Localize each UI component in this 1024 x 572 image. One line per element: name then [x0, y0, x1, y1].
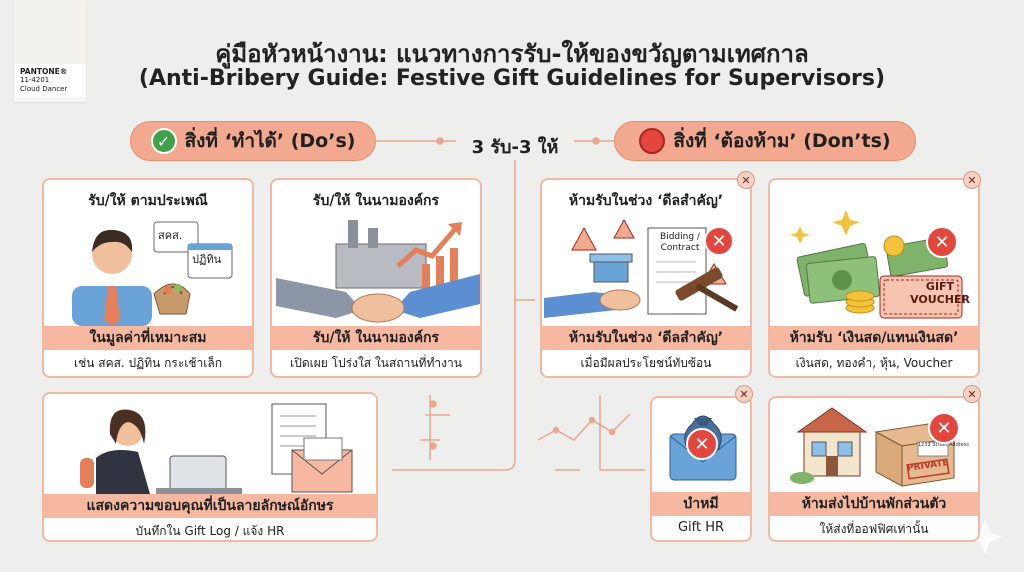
person-with-gift-icon [72, 221, 233, 326]
card-band: ห้ามรับ ‘เงินสด/แทนเงินสด’ [770, 326, 978, 350]
prohibited-icon: ✕ [928, 412, 960, 444]
card-subtitle: Gift HR [677, 520, 725, 535]
card-written-thanks: แสดงความขอบคุณที่เป็นลายลักษณ์อักษร บันท… [42, 392, 378, 542]
card-title: ห้ามรับในช่วง ‘ดีลสำคัญ’ [568, 193, 724, 209]
card-title: รับ/ให้ ในนามองค์กร [312, 193, 440, 209]
card-cash-equivalent: GIFT VOUCHER ✕ ห้ามรับ ‘เงินสด/แทนเงินสด… [768, 178, 980, 378]
person-at-laptop-icon [80, 403, 353, 494]
swatch-color-block [14, 0, 86, 64]
card-title: รับ/ให้ ตามประเพณี [88, 193, 208, 209]
swatch-name: Cloud Dancer [20, 85, 68, 93]
card-tag-calendar: ปฏิทิน [192, 253, 222, 266]
center-label: 3 รับ-3 ให้ [471, 137, 559, 158]
card-traditional-gift: รับ/ให้ ตามประเพณี สคส. ปฏิทิน ในมูลค่าท… [42, 178, 254, 378]
swatch-label: PANTONE® 11-4201 Cloud Dancer [14, 64, 86, 97]
card-band: ในมูลค่าที่เหมาะสม [44, 326, 252, 350]
card-no-home-delivery: 1233 Street Address PRIVATE ✕ ห้ามส่งไปบ… [768, 396, 980, 542]
prohibited-icon: ✕ [686, 428, 718, 460]
cash-voucher-icon [790, 210, 963, 319]
card-subtitle: เช่น สคส. ปฏิทิน กระเช้าเล็ก [73, 356, 223, 370]
card-subtitle: เปิดเผย โปร่งใส ในสถานที่ทำงาน [290, 356, 462, 370]
pantone-swatch: PANTONE® 11-4201 Cloud Dancer [14, 0, 86, 102]
check-circle-icon: ✓ [150, 128, 177, 154]
voucher-label-line2: VOUCHER [910, 293, 970, 306]
card-band: แสดงความขอบคุณที่เป็นลายลักษณ์อักษร [44, 494, 376, 518]
close-icon[interactable]: ✕ [963, 171, 981, 189]
card-subtitle: บันทึกใน Gift Log / แจ้ง HR [135, 524, 285, 538]
gavel-contract-icon [544, 218, 739, 318]
close-icon[interactable]: ✕ [963, 385, 981, 403]
page-title: คู่มือหัวหน้างาน: แนวทางการรับ-ให้ของขวั… [215, 40, 809, 68]
voucher-label: GIFT VOUCHER [900, 280, 978, 306]
close-icon[interactable]: ✕ [737, 171, 755, 189]
donts-label: สิ่งที่ ‘ต้องห้าม’ (Don’ts) [673, 130, 891, 152]
voucher-label-line1: GIFT [925, 280, 955, 293]
swatch-code: 11-4201 [20, 76, 50, 84]
card-tag-greeting-card: สคส. [158, 229, 183, 242]
card-subtitle: ให้ส่งที่ออฟฟิศเท่านั้น [819, 522, 929, 536]
prohibited-icon: ✕ [704, 226, 734, 256]
card-bonus-envelope: ✕ บำหมี Gift HR [650, 396, 752, 542]
card-band: รับ/ให้ ในนามองค์กร [272, 326, 480, 350]
card-subtitle: เมื่อมีผลประโยชน์ทับซ้อน [580, 356, 712, 370]
dos-heading: ✓ สิ่งที่ ‘ทำได้’ (Do’s) [130, 121, 376, 161]
dos-label: สิ่งที่ ‘ทำได้’ (Do’s) [184, 130, 356, 152]
prohibited-icon: ✕ [926, 226, 958, 258]
parcel-address: 1233 Street Address [918, 442, 970, 448]
card-subtitle: เงินสด, ทองคำ, หุ้น, Voucher [795, 356, 953, 370]
donts-heading: สิ่งที่ ‘ต้องห้าม’ (Don’ts) [614, 121, 916, 161]
swatch-brand: PANTONE® [20, 67, 68, 76]
card-organization-gift: รับ/ให้ ในนามองค์กร รับ/ให้ ในนามองค์กร … [270, 178, 482, 378]
card-band: ห้ามรับในช่วง ‘ดีลสำคัญ’ [542, 326, 750, 350]
card-key-deal-period: ห้ามรับในช่วง ‘ดีลสำคัญ’ Bidding / Contr… [540, 178, 752, 378]
handshake-factory-icon [276, 220, 480, 323]
contract-label: Bidding / Contract [660, 232, 700, 253]
close-icon[interactable]: ✕ [735, 385, 753, 403]
card-band: บำหมี [652, 492, 750, 516]
page-subtitle: (Anti-Bribery Guide: Festive Gift Guidel… [138, 66, 886, 91]
prohibited-circle-icon [639, 128, 666, 154]
card-band: ห้ามส่งไปบ้านพักส่วนตัว [770, 492, 978, 516]
